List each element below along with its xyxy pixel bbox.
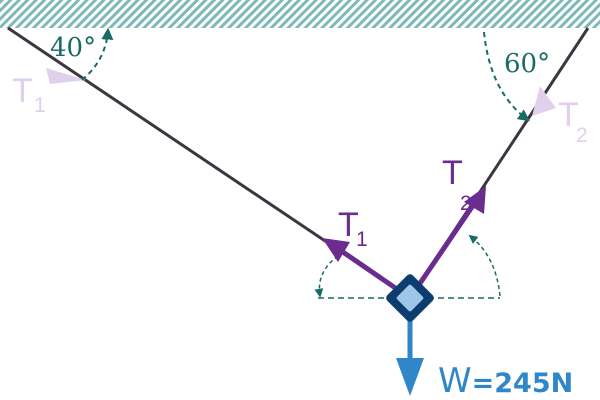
t2-subscript: 2 bbox=[460, 192, 472, 215]
svg-text:T: T bbox=[558, 96, 579, 134]
svg-text:1: 1 bbox=[34, 94, 46, 117]
angle-arc-left bbox=[81, 27, 114, 81]
angle-arc-knot-left bbox=[314, 255, 339, 298]
svg-text:2: 2 bbox=[576, 124, 588, 147]
tension-t2-arrow bbox=[407, 186, 486, 300]
faded-t2-marker: T 2 bbox=[532, 86, 588, 147]
ceiling bbox=[0, 0, 600, 28]
t1-label: T bbox=[338, 206, 359, 244]
weight-letter: W bbox=[438, 361, 472, 400]
angle-arc-right bbox=[483, 31, 530, 122]
svg-text:T: T bbox=[12, 72, 33, 110]
knot bbox=[386, 274, 434, 322]
t2-label: T bbox=[442, 154, 463, 192]
angle-label-left: 40° bbox=[50, 33, 96, 63]
weight-label: W=245N bbox=[438, 361, 573, 400]
weight-value: =245N bbox=[472, 368, 574, 399]
angle-arc-knot-right bbox=[468, 234, 501, 297]
angle-label-right: 60° bbox=[504, 49, 550, 79]
faded-t1-marker: T 1 bbox=[12, 68, 86, 117]
t1-subscript: 1 bbox=[356, 228, 368, 251]
